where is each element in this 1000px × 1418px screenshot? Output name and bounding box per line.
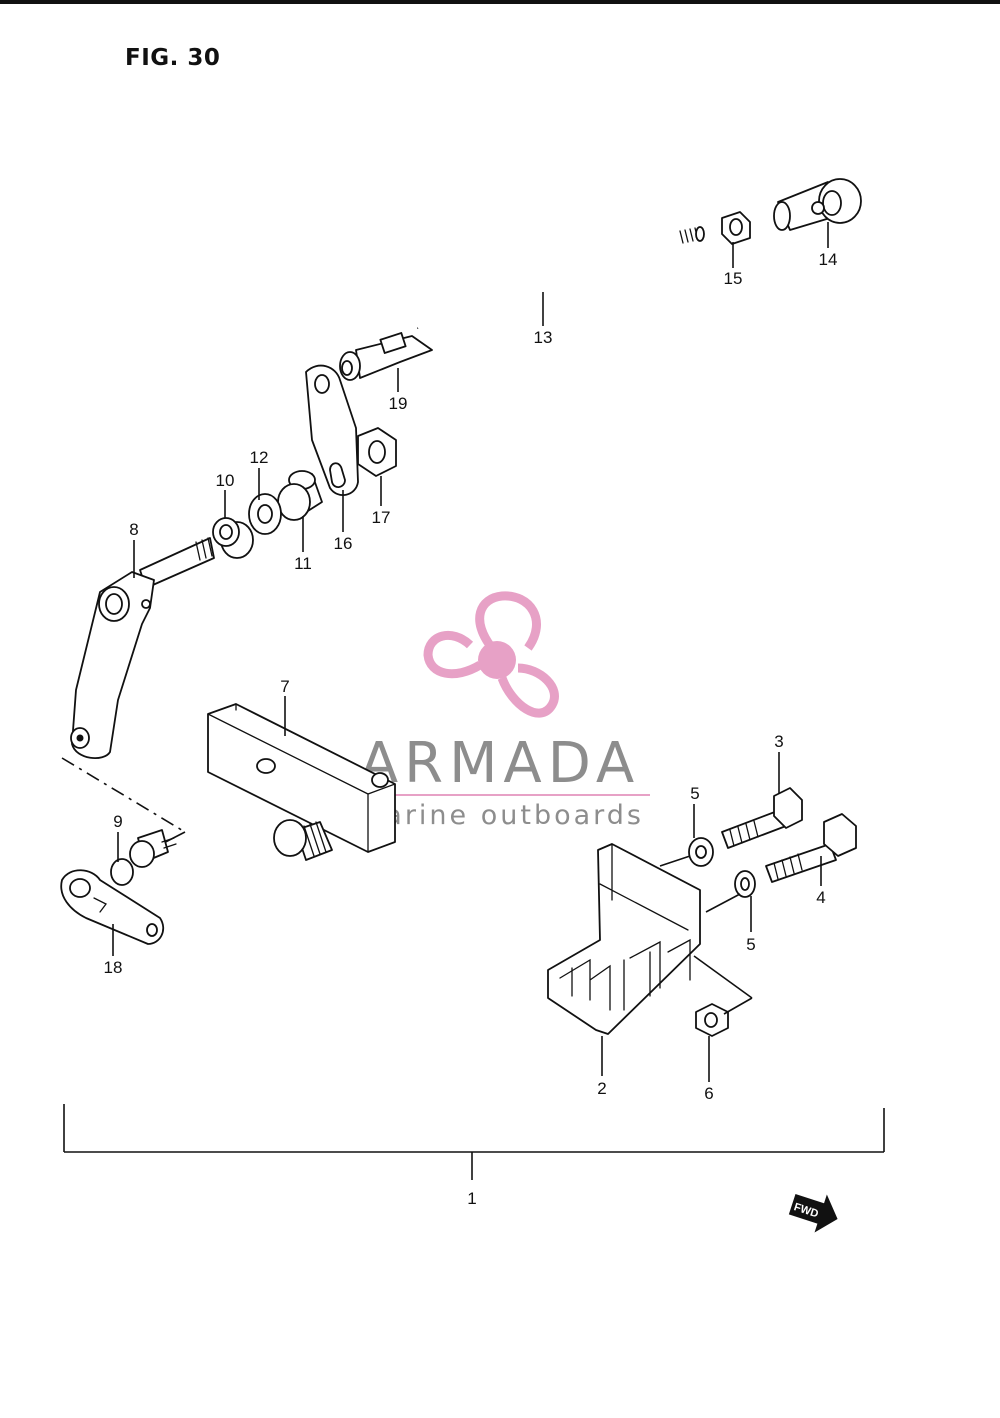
part-7-guide-block	[207, 703, 396, 861]
figure-title: FIG. 30	[125, 45, 221, 71]
part-10-spacer	[212, 517, 254, 559]
watermark-tagline: marine outboards	[356, 800, 644, 831]
armada-logo: ARMADA marine outboards	[350, 591, 650, 831]
part-9-ball-joint	[110, 829, 177, 886]
callout-5-upper: 5	[690, 784, 699, 803]
callout-17: 17	[372, 508, 391, 527]
callout-3: 3	[774, 732, 783, 751]
callout-11: 11	[294, 554, 312, 573]
callout-10: 10	[216, 471, 235, 490]
part-16-lever	[305, 364, 359, 496]
bracket-guide-lines	[659, 855, 753, 1015]
callout-12: 12	[250, 448, 269, 467]
part-15-nut	[721, 211, 751, 245]
part-5-washer-b	[734, 870, 756, 898]
callout-15: 15	[724, 269, 743, 288]
assembly-bracket	[63, 1104, 885, 1180]
callout-14: 14	[819, 250, 838, 269]
part-4-bolt	[765, 813, 857, 883]
propeller-hub	[478, 641, 516, 679]
part-5-washer-a	[688, 837, 714, 867]
part-3-bolt	[721, 787, 803, 849]
callout-9: 9	[113, 812, 122, 831]
part-17-nut	[357, 427, 397, 477]
watermark-brand: ARMADA	[360, 731, 640, 796]
callout-6: 6	[704, 1084, 713, 1103]
callout-8: 8	[129, 520, 138, 539]
part-11-bushing	[277, 470, 323, 521]
assembly-guide-lines	[61, 757, 186, 851]
callout-16: 16	[334, 534, 353, 553]
propeller-icon	[423, 591, 559, 718]
callouts: 1 2 3 4 5 5 6 7 8 9 10 11 12 13 14 15 16…	[104, 250, 838, 1208]
callout-1: 1	[467, 1189, 476, 1208]
part-18-rod-end	[60, 869, 165, 945]
callout-13: 13	[534, 328, 553, 347]
part-14-rod-end	[773, 178, 862, 231]
callout-7: 7	[280, 677, 289, 696]
top-border	[0, 0, 1000, 4]
callout-4: 4	[816, 888, 825, 907]
callout-5-lower: 5	[746, 935, 755, 954]
part-8-arm	[70, 537, 215, 759]
part-19-connector	[339, 332, 433, 381]
callout-19: 19	[389, 394, 408, 413]
part-13-rod	[416, 226, 705, 331]
callout-2: 2	[597, 1079, 606, 1098]
leader-lines	[112, 222, 829, 1082]
part-2-bracket	[547, 843, 701, 1035]
forward-arrow-icon: FWD	[788, 1193, 838, 1233]
part-6-nut	[695, 1003, 729, 1037]
callout-18: 18	[104, 958, 123, 977]
part-12-washer	[248, 493, 282, 535]
